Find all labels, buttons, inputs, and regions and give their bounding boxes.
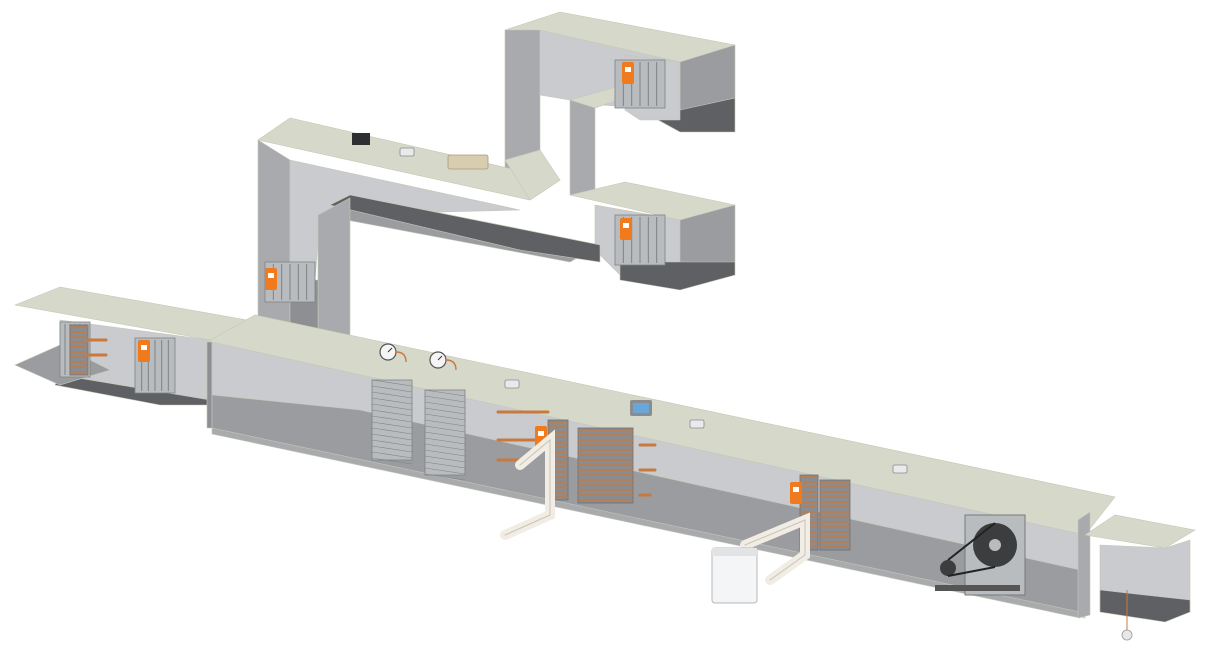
actuator-body [620, 218, 632, 240]
cooling-valve-actuator [790, 482, 802, 504]
heat-recovery-coil-pipes [86, 338, 108, 357]
outlet-top [1084, 514, 1196, 549]
duct-sensor-3 [892, 464, 908, 474]
duct-sensor-riser [399, 147, 415, 157]
outlet-sensor [1121, 590, 1133, 641]
pre-filter-panel [371, 379, 413, 465]
actuator-label [141, 345, 147, 350]
riser-top-right [504, 149, 561, 201]
actuator-body [265, 268, 277, 290]
outlet-duct [1084, 514, 1196, 623]
lower-outlet-floor [619, 261, 736, 291]
differential-pressure-gauge-2 [429, 351, 457, 371]
exhaust-air-damper-actuator [138, 340, 150, 362]
riser-inner [289, 159, 521, 281]
actuator-label [538, 431, 544, 436]
supply-fan-assembly [935, 514, 1026, 596]
mid-connector-side [569, 99, 596, 201]
actuator-label [268, 273, 274, 278]
duct-controller-box [352, 133, 370, 145]
supply-damper-lower-actuator [620, 218, 632, 240]
ahu-floor-edge [211, 427, 1081, 619]
heating-supply-pipe [500, 429, 555, 540]
actuator-label [793, 487, 799, 492]
actuator-body [138, 340, 150, 362]
riser-front [257, 139, 291, 346]
duct-sensor-2 [689, 419, 705, 429]
cooling-coil-headers [638, 443, 657, 497]
fine-filter-panel [424, 389, 466, 481]
outlet-floor [1099, 589, 1191, 623]
actuator-label [623, 223, 629, 228]
ahu-end-face [1077, 511, 1091, 619]
reheat-coil-fins [819, 479, 851, 551]
riser-cross-floor [329, 194, 601, 263]
duct-sensor-1 [504, 379, 520, 389]
mixing-damper-actuator [265, 268, 277, 290]
humidifier-unit [711, 547, 758, 604]
actuator-body [622, 62, 634, 84]
actuator-body [790, 482, 802, 504]
ahu-front [206, 341, 213, 429]
actuator-label [625, 67, 631, 72]
differential-pressure-gauge-1 [379, 343, 407, 363]
heat-recovery-coil-body [69, 324, 89, 376]
supply-damper-upper-actuator [622, 62, 634, 84]
cooling-supply-pipe [740, 512, 810, 585]
supply-damper-upper-blades [614, 59, 666, 109]
cooling-coil-fins [577, 427, 634, 504]
airflow-meter-body [447, 154, 489, 170]
control-display-panel [630, 400, 652, 416]
